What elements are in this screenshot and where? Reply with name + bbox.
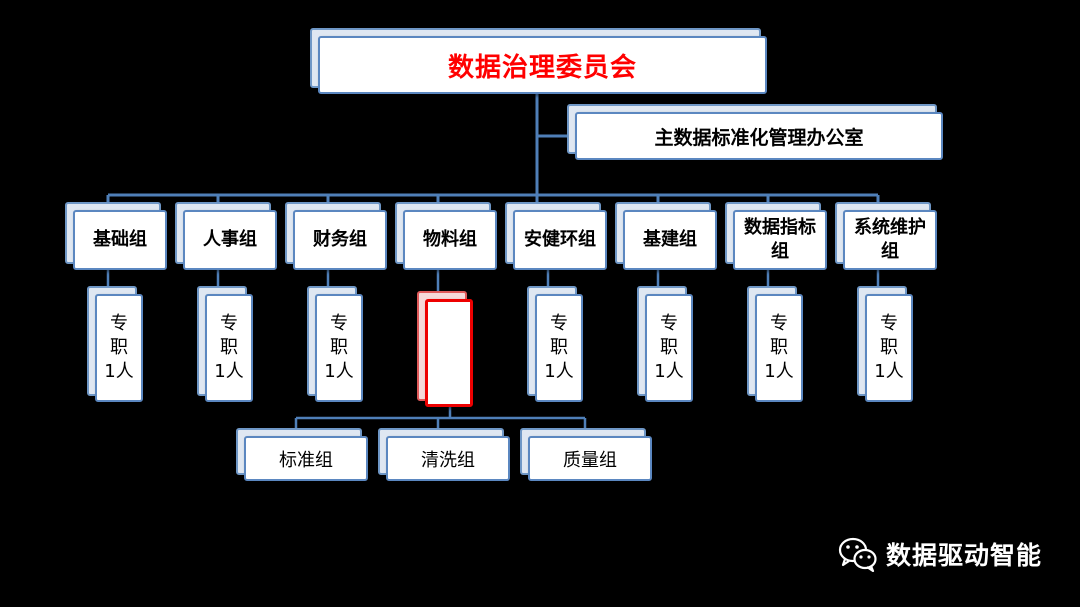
subgroup-box-biaozhun: 标准组 [236,428,368,481]
staff-count: 1人 [104,361,134,382]
staff-char: 专 [549,313,568,334]
watermark-text: 数据驱动智能 [886,541,1043,570]
staff-char: 职 [879,337,898,358]
group-label: 系统维护组 [854,217,926,262]
staff-char: 职 [659,337,678,358]
staff-char: 职 [109,337,128,358]
group-label: 人事组 [203,229,257,250]
staff-char: 职 [219,337,238,358]
staff-count: 3人 [434,366,464,387]
group-box-jichu: 基础组 [65,202,167,270]
group-label: 安健环组 [524,229,596,250]
staff-char: 专 [879,313,898,334]
staff-char: 专 [659,313,678,334]
staff-count: 1人 [654,361,684,382]
staff-count: 1人 [324,361,354,382]
staff-count: 1人 [544,361,574,382]
staff-box-highlighted: 专职 3人 [417,291,473,407]
staff-char: 专 [769,313,788,334]
committee-box: 数据治理委员会 [310,28,767,94]
staff-box: 专职 1人 [637,286,693,402]
staff-count: 1人 [764,361,794,382]
staff-box: 专职 1人 [197,286,253,402]
staff-char: 职 [769,337,788,358]
group-box-jijian: 基建组 [615,202,717,270]
subgroup-label: 标准组 [279,449,333,471]
staff-char: 专 [329,313,348,334]
staff-char: 职 [549,337,568,358]
wechat-icon [838,537,877,572]
staff-box: 专职 1人 [87,286,143,402]
group-label: 物料组 [423,229,477,250]
group-box-xitongweihu: 系统维护组 [835,202,937,270]
group-box-anjianhuan: 安健环组 [505,202,607,270]
staff-char: 专 [109,313,128,334]
group-box-shujuzhibiao: 数据指标组 [725,202,827,270]
group-box-wuliao: 物料组 [395,202,497,270]
staff-char: 专 [219,313,238,334]
staff-count: 1人 [214,361,244,382]
group-label: 数据指标组 [744,217,816,262]
office-title: 主数据标准化管理办公室 [654,126,864,149]
staff-box: 专职 1人 [857,286,913,402]
staff-char: 职 [329,337,348,358]
committee-title: 数据治理委员会 [447,52,637,83]
subgroup-label: 质量组 [563,449,617,471]
watermark: 数据驱动智能 [838,536,1042,572]
office-box: 主数据标准化管理办公室 [567,104,943,160]
group-box-renshi: 人事组 [175,202,277,270]
group-label: 基建组 [643,229,697,250]
group-box-caiwu: 财务组 [285,202,387,270]
staff-char: 专 [439,318,458,339]
staff-char: 职 [439,342,458,363]
group-label: 财务组 [313,229,367,250]
staff-box: 专职 1人 [747,286,803,402]
staff-box: 专职 1人 [307,286,363,402]
subgroup-box-qingxi: 清洗组 [378,428,510,481]
staff-box: 专职 1人 [527,286,583,402]
group-label: 基础组 [93,229,147,250]
subgroup-box-zhiliang: 质量组 [520,428,652,481]
subgroup-label: 清洗组 [421,449,475,471]
staff-count: 1人 [874,361,904,382]
